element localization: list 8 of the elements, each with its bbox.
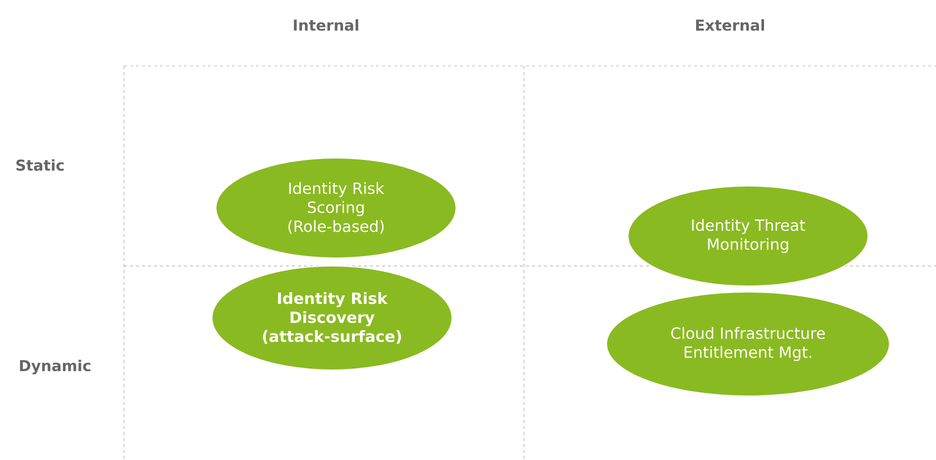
ellipse-node: Cloud Infrastructure Entitlement Mgt.: [606, 292, 890, 396]
axis-label: Static: [16, 159, 64, 171]
ellipse-node: Identity Threat Monitoring: [628, 186, 869, 286]
axis-label: External: [696, 19, 764, 31]
ellipse-node: Identity Risk Scoring (Role-based): [216, 158, 456, 258]
ellipse-node: Identity Risk Discovery (attack-surface): [212, 266, 452, 370]
axis-label: Dynamic: [20, 360, 90, 374]
axis-label: Internal: [294, 19, 358, 31]
